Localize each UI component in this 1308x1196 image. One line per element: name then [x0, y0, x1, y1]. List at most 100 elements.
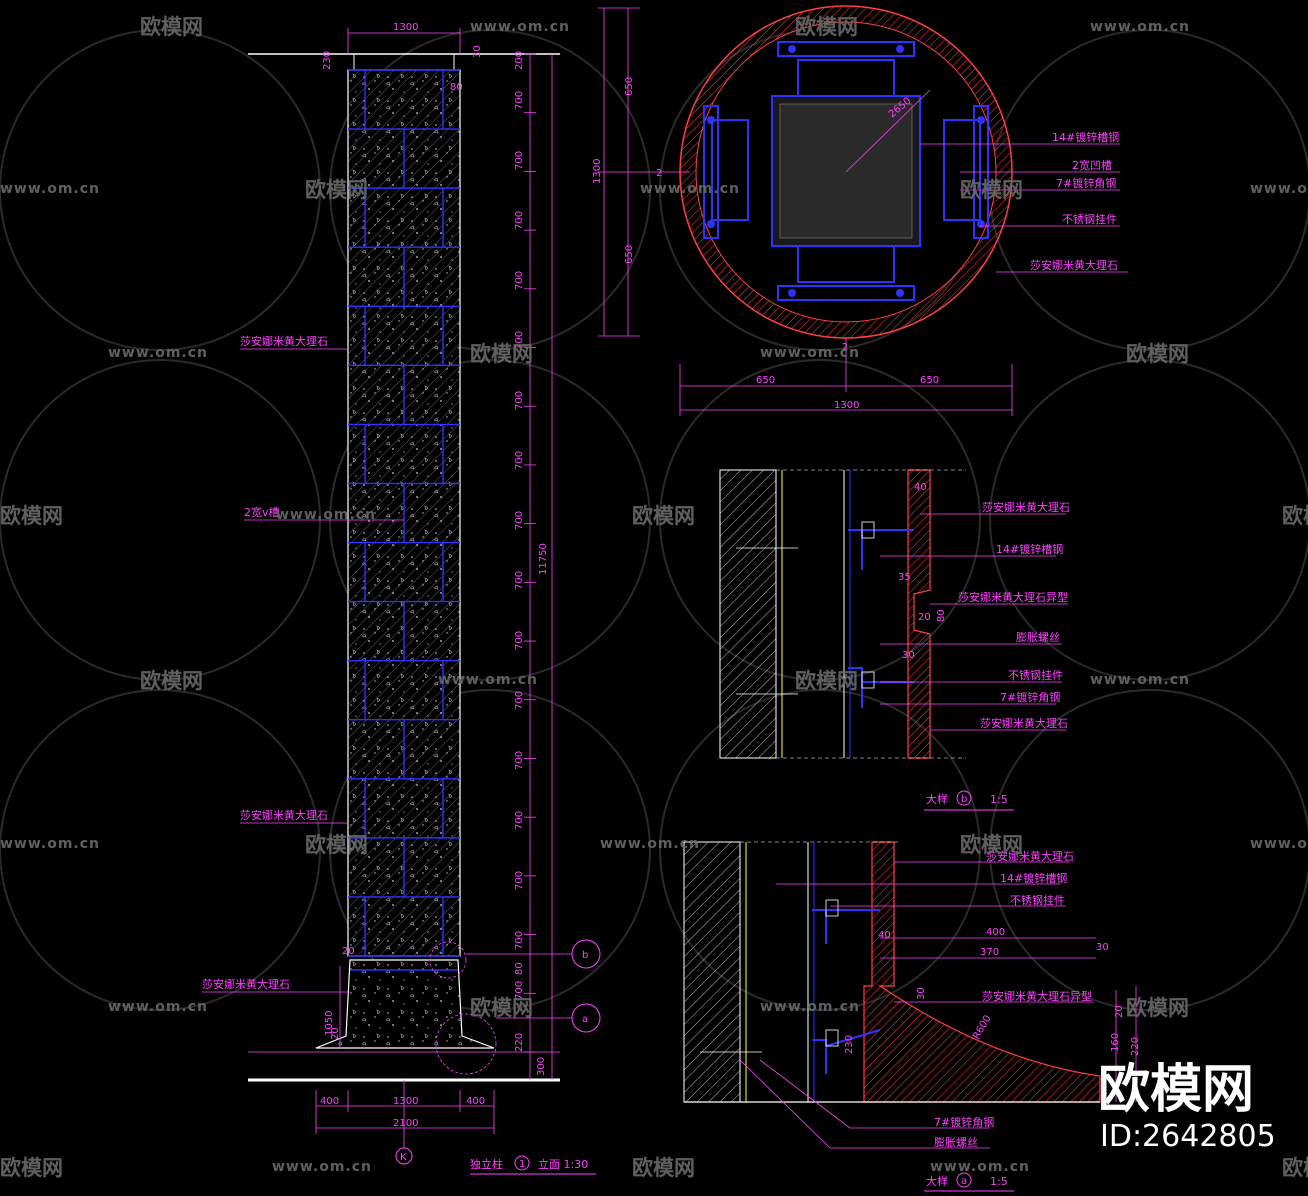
base-width-right: 400 [466, 1096, 485, 1107]
watermark-url-17: www.om.cn [930, 1159, 1030, 1175]
label-groove: 2宽v槽 [244, 505, 280, 519]
detail-a-title: 大样 [926, 1174, 948, 1188]
segment-dim-15: 700 [514, 931, 525, 950]
watermark-brand-4: 欧模网 [960, 178, 1023, 202]
segment-dim-2: 700 [514, 151, 525, 170]
section-label-angle: 7#镀锌角钢 [1056, 176, 1116, 190]
label-marble-1: 莎安娜米黄大理石 [240, 334, 328, 348]
watermark-brand-18: 欧模网 [1282, 1156, 1308, 1180]
top-width-dim: 1300 [393, 22, 418, 33]
detail-b-label-6: 莎安娜米黄大理石 [980, 716, 1068, 730]
elevation-title: 独立柱 [470, 1157, 503, 1171]
base-dim-80: 80 [514, 962, 525, 975]
detail-a-dim-220: 220 [1130, 1037, 1141, 1056]
detail-a-label-5: 膨胀螺丝 [934, 1135, 978, 1149]
watermark-url-4: www.om.cn [640, 181, 740, 197]
label-marble-2: 莎安娜米黄大理石 [240, 808, 328, 822]
detail-b-label-5: 7#镀锌角钢 [1000, 690, 1060, 704]
detail-b-dim-35: 35 [898, 572, 911, 583]
detail-b-label-3: 膨胀螺丝 [1016, 630, 1060, 644]
section-small-dim-1: 2 [656, 168, 662, 179]
watermark-brand-15: 欧模网 [1126, 996, 1189, 1020]
section-hdim-right: 650 [920, 375, 939, 386]
side-dim-20: 20 [342, 946, 355, 957]
segment-dim-9: 700 [514, 571, 525, 590]
detail-a-label-4: 7#镀锌角钢 [934, 1115, 994, 1129]
watermark-url-2: www.om.cn [1090, 19, 1190, 35]
column-section: 2650 650 1300 650 2 650 650 1300 2 14#镀锌… [592, 5, 1128, 416]
detail-a-dim-r600: R600 [971, 1013, 994, 1041]
callout-a: a [582, 1014, 588, 1025]
column-elevation: 1300 230 30 80 20 1050 20 200 700 700 70… [202, 22, 601, 1175]
detail-a-label-2: 不锈钢挂件 [1010, 893, 1065, 907]
detail-a-title-scale: 1:5 [990, 1175, 1008, 1188]
brand-logo-text: 欧模网 [1098, 1060, 1255, 1120]
detail-a-dim-30: 30 [1096, 942, 1109, 953]
detail-b-label-4: 不锈钢挂件 [1008, 668, 1063, 682]
segment-dim-8: 700 [514, 511, 525, 530]
brand-id: ID:2642805 [1100, 1119, 1276, 1154]
segment-dim-13: 700 [514, 811, 525, 830]
elevation-title-num: 1 [519, 1159, 525, 1170]
height-total-dim: 11750 [538, 543, 549, 575]
side-dim-1050: 1050 [324, 1011, 335, 1036]
watermark-brand-1: 欧模网 [140, 15, 203, 39]
segment-dim-14: 700 [514, 871, 525, 890]
segment-dim-6: 700 [514, 391, 525, 410]
watermark-url-16: www.om.cn [272, 1159, 372, 1175]
watermark-brand-17: 欧模网 [632, 1156, 695, 1180]
watermark-brand-9: 欧模网 [1282, 504, 1308, 528]
detail-a-label-1: 14#镀锌槽钢 [1000, 871, 1067, 885]
watermark-brand-7: 欧模网 [0, 504, 63, 528]
watermark-url-5: www.om.cn [1250, 181, 1308, 197]
watermark-url-13: www.om.cn [1250, 836, 1308, 852]
watermark-url-12: www.om.cn [600, 836, 700, 852]
watermark-brand-10: 欧模网 [140, 669, 203, 693]
section-label-marble: 莎安娜米黄大理石 [1030, 258, 1118, 272]
watermark-brand-11: 欧模网 [795, 669, 858, 693]
watermark-url-14: www.om.cn [108, 999, 208, 1015]
side-dim-30: 30 [472, 45, 483, 58]
segment-dim-12: 700 [514, 751, 525, 770]
segment-dim-10: 700 [514, 631, 525, 650]
detail-a-dim-160: 160 [1110, 1033, 1121, 1052]
watermark-circles [0, 29, 1308, 1011]
detail-b-title-scale: 1:5 [990, 793, 1008, 806]
detail-b-dim-80: 80 [936, 609, 947, 622]
segment-dim-4: 700 [514, 271, 525, 290]
watermark-url-1: www.om.cn [470, 19, 570, 35]
watermark-text: 欧模网 欧模网 www.om.cn www.om.cn www.om.cn 欧模… [0, 15, 1308, 1180]
section-label-channel: 14#镀锌槽钢 [1052, 130, 1119, 144]
detail-a-dim-370: 370 [980, 947, 999, 958]
detail-a-dim-30b: 30 [916, 987, 927, 1000]
segment-dim-7: 700 [514, 451, 525, 470]
section-vdim-top: 650 [624, 77, 635, 96]
section-hdim-left: 650 [756, 375, 775, 386]
base-dim-220: 220 [514, 1033, 525, 1052]
watermark-brand-6: 欧模网 [1126, 342, 1189, 366]
watermark-url-6: www.om.cn [108, 345, 208, 361]
section-small-dim-2: 2 [842, 342, 848, 353]
detail-a-dim-20: 20 [1114, 1005, 1125, 1018]
detail-a: 400 370 30 40 30 20 160 220 R600 230 莎安娜… [683, 841, 1141, 1192]
watermark-url-10: www.om.cn [1090, 672, 1190, 688]
detail-a-label-0: 莎安娜米黄大理石 [986, 849, 1074, 863]
segment-dim-3: 700 [514, 211, 525, 230]
watermark-url-8: www.om.cn [276, 507, 376, 523]
label-marble-3: 莎安娜米黄大理石 [202, 977, 290, 991]
detail-a-dim-40: 40 [878, 930, 891, 941]
detail-b: 40 35 20 80 30 莎安娜米黄大理石 14#镀锌槽钢 莎安娜米黄大理石… [719, 469, 1070, 811]
base-width-total: 2100 [393, 1118, 418, 1129]
segment-dim-0: 200 [514, 51, 525, 70]
detail-a-dim-400: 400 [986, 927, 1005, 938]
side-dim-80: 80 [450, 82, 463, 93]
detail-a-dim-230: 230 [844, 1035, 855, 1054]
side-dim-230: 230 [322, 51, 333, 70]
segment-dim-1: 700 [514, 91, 525, 110]
callout-b: b [582, 950, 588, 961]
watermark-brand-16: 欧模网 [0, 1156, 63, 1180]
watermark-url-3: www.om.cn [0, 181, 100, 197]
watermark-url-9: www.om.cn [438, 672, 538, 688]
watermark-brand-14: 欧模网 [470, 996, 533, 1020]
